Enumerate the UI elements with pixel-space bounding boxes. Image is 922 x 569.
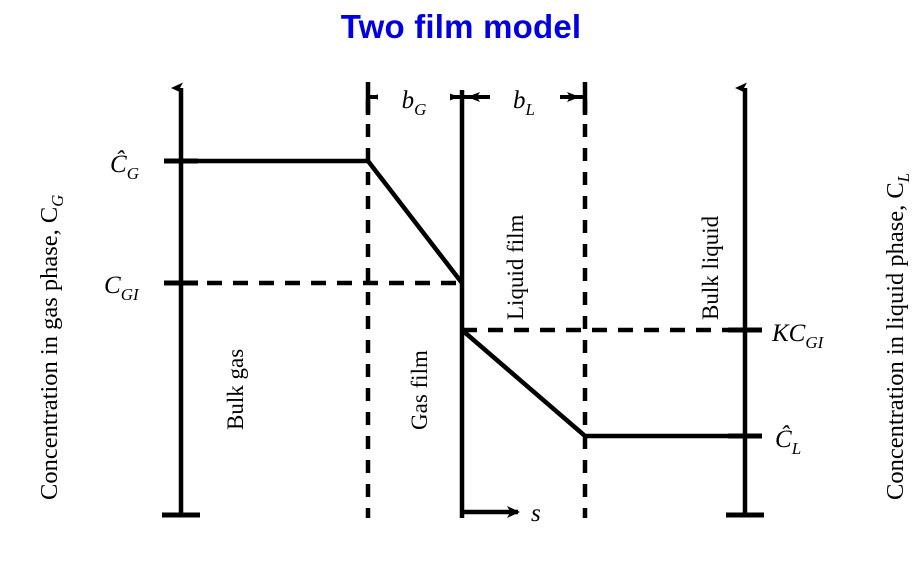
right-axis-group (726, 82, 764, 518)
dimension-b-g: bG (370, 80, 460, 119)
b-l-label-backdrop (490, 80, 560, 114)
s-axis-group: s (462, 500, 541, 527)
tick-label-k-c-gi: KCGI (771, 320, 825, 352)
svg-text:Concentration in liquid phase,: Concentration in liquid phase, CL (882, 173, 913, 500)
tick-label-c-gi: CGI (104, 272, 140, 304)
tick-label-c-hat-g: ĈG (110, 150, 139, 183)
gas-phase-profile (181, 158, 464, 285)
b-g-label-backdrop (378, 80, 450, 114)
b-g-label: bG (402, 87, 427, 119)
page-title: Two film model (340, 8, 582, 45)
left-axis-title: Concentration in gas phase, CG (36, 195, 67, 500)
right-axis-title-text: Concentration in liquid phase, C (882, 182, 909, 500)
region-label-bulk-liquid: Bulk liquid (698, 215, 723, 320)
region-label-gas-film: Gas film (407, 350, 432, 430)
s-axis-label: s (531, 500, 541, 527)
left-axis-title-text: Concentration in gas phase, C (36, 207, 63, 500)
left-axis-title-sub: G (48, 195, 67, 207)
right-axis-title-sub: L (894, 173, 913, 183)
liquid-phase-profile (460, 328, 745, 439)
b-l-label: bL (513, 87, 535, 119)
svg-text:Concentration in gas phase, CG: Concentration in gas phase, CG (36, 195, 67, 500)
tick-label-c-hat-l: ĈL (775, 425, 801, 458)
region-label-liquid-film: Liquid film (503, 214, 528, 320)
right-axis-title: Concentration in liquid phase, CL (882, 173, 913, 500)
region-label-bulk-gas: Bulk gas (223, 349, 248, 430)
dimension-b-l: bL (464, 80, 583, 119)
left-axis-group (162, 82, 200, 518)
